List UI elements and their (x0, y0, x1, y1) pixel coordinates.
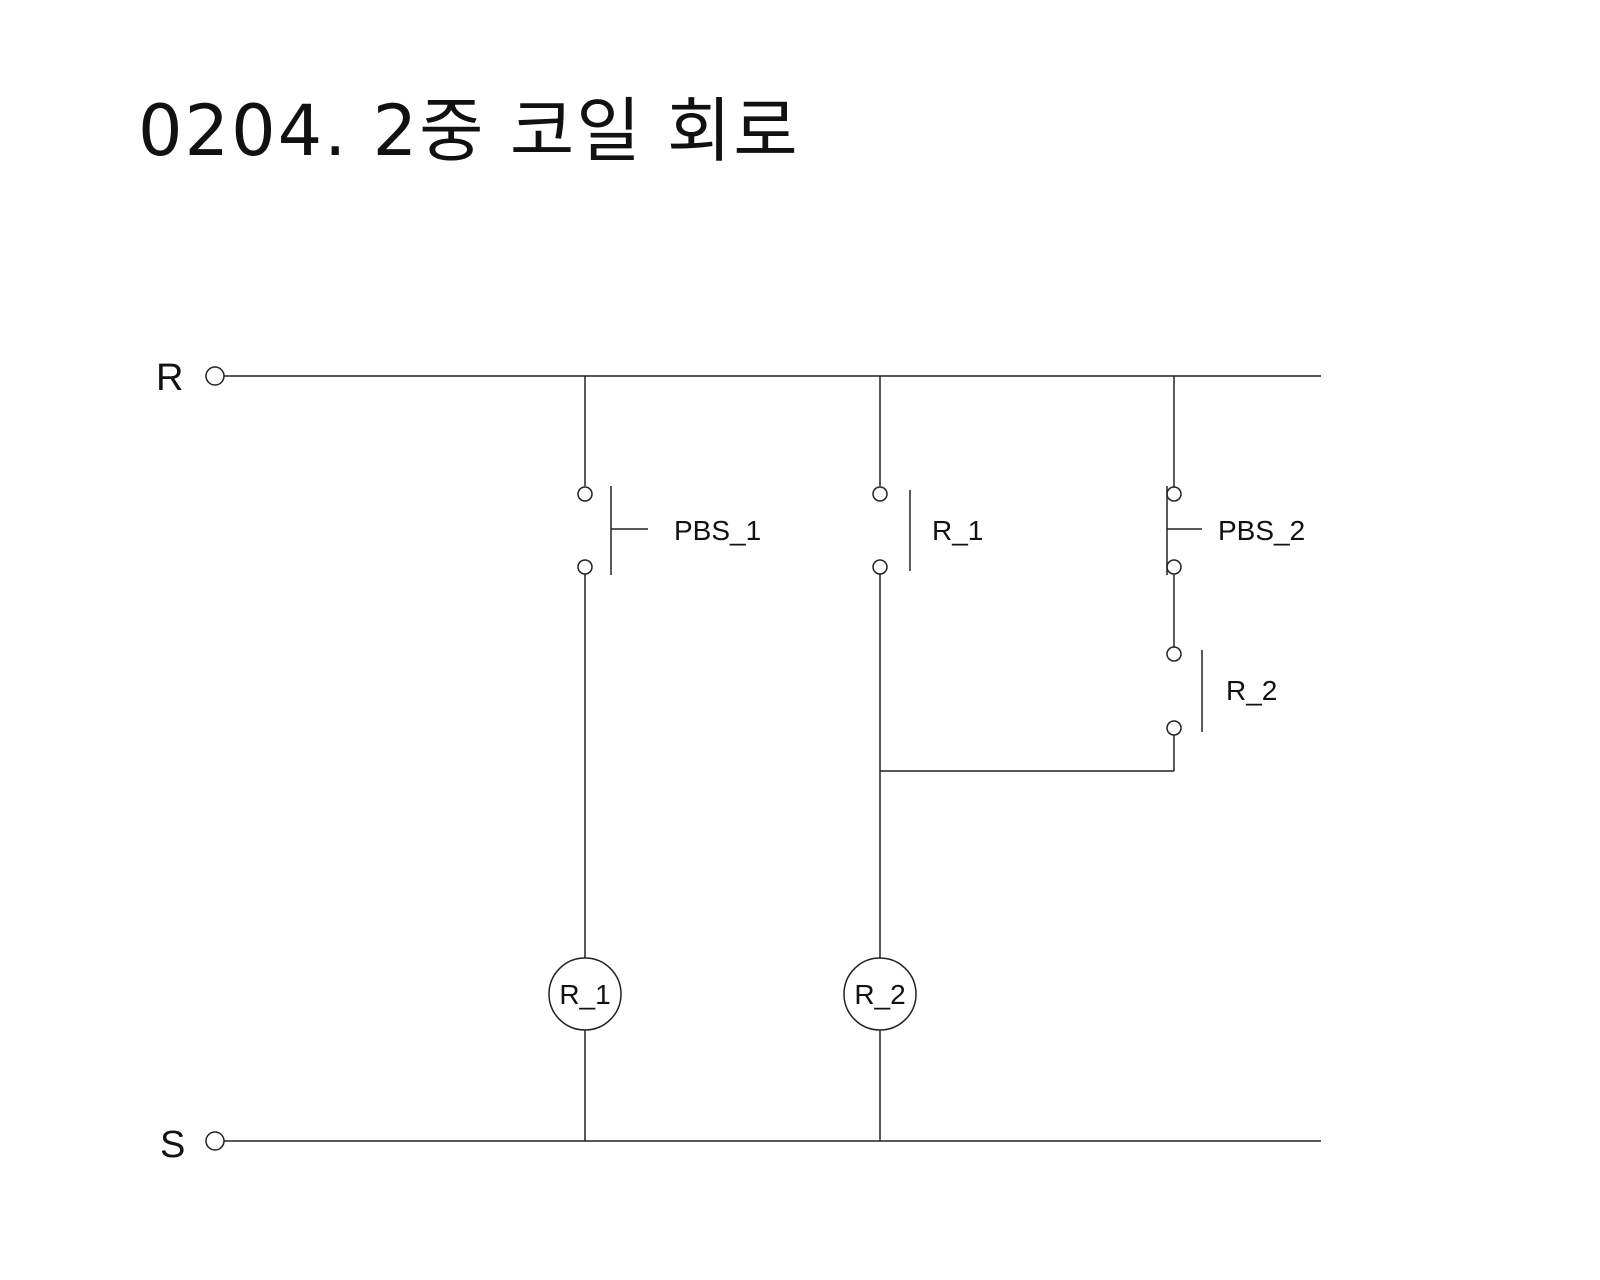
rail-label-r: R (156, 357, 183, 399)
coil-r2-label: R_2 (854, 979, 905, 1010)
pbs2-contact-top-terminal (1166, 486, 1182, 502)
coil-r1-label: R_1 (559, 979, 610, 1010)
rail-label-s: S (160, 1124, 185, 1166)
rail-r-terminal (205, 366, 225, 386)
branch-pbs2-r2: PBS_2 R_2 (880, 376, 1305, 772)
r1-contact-top-terminal (872, 486, 888, 502)
pbs1-contact-top-terminal (577, 486, 593, 502)
rung-2: R_1 R_2 (843, 376, 983, 1141)
r1-contact-bottom-terminal (872, 559, 888, 575)
pbs2-contact-bottom-terminal (1166, 559, 1182, 575)
pbs2-contact-label: PBS_2 (1218, 515, 1305, 546)
pbs1-contact-bottom-terminal (577, 559, 593, 575)
r2-contact-label: R_2 (1226, 675, 1277, 706)
pbs1-contact-label: PBS_1 (674, 515, 761, 546)
rung-1: PBS_1 R_1 (548, 376, 761, 1141)
r1-contact-label: R_1 (932, 515, 983, 546)
r2-contact-bottom-terminal (1166, 720, 1182, 736)
page-title: 0204. 2중 코일 회로 (138, 90, 800, 172)
r2-contact-top-terminal (1166, 646, 1182, 662)
rail-s-terminal (205, 1131, 225, 1151)
